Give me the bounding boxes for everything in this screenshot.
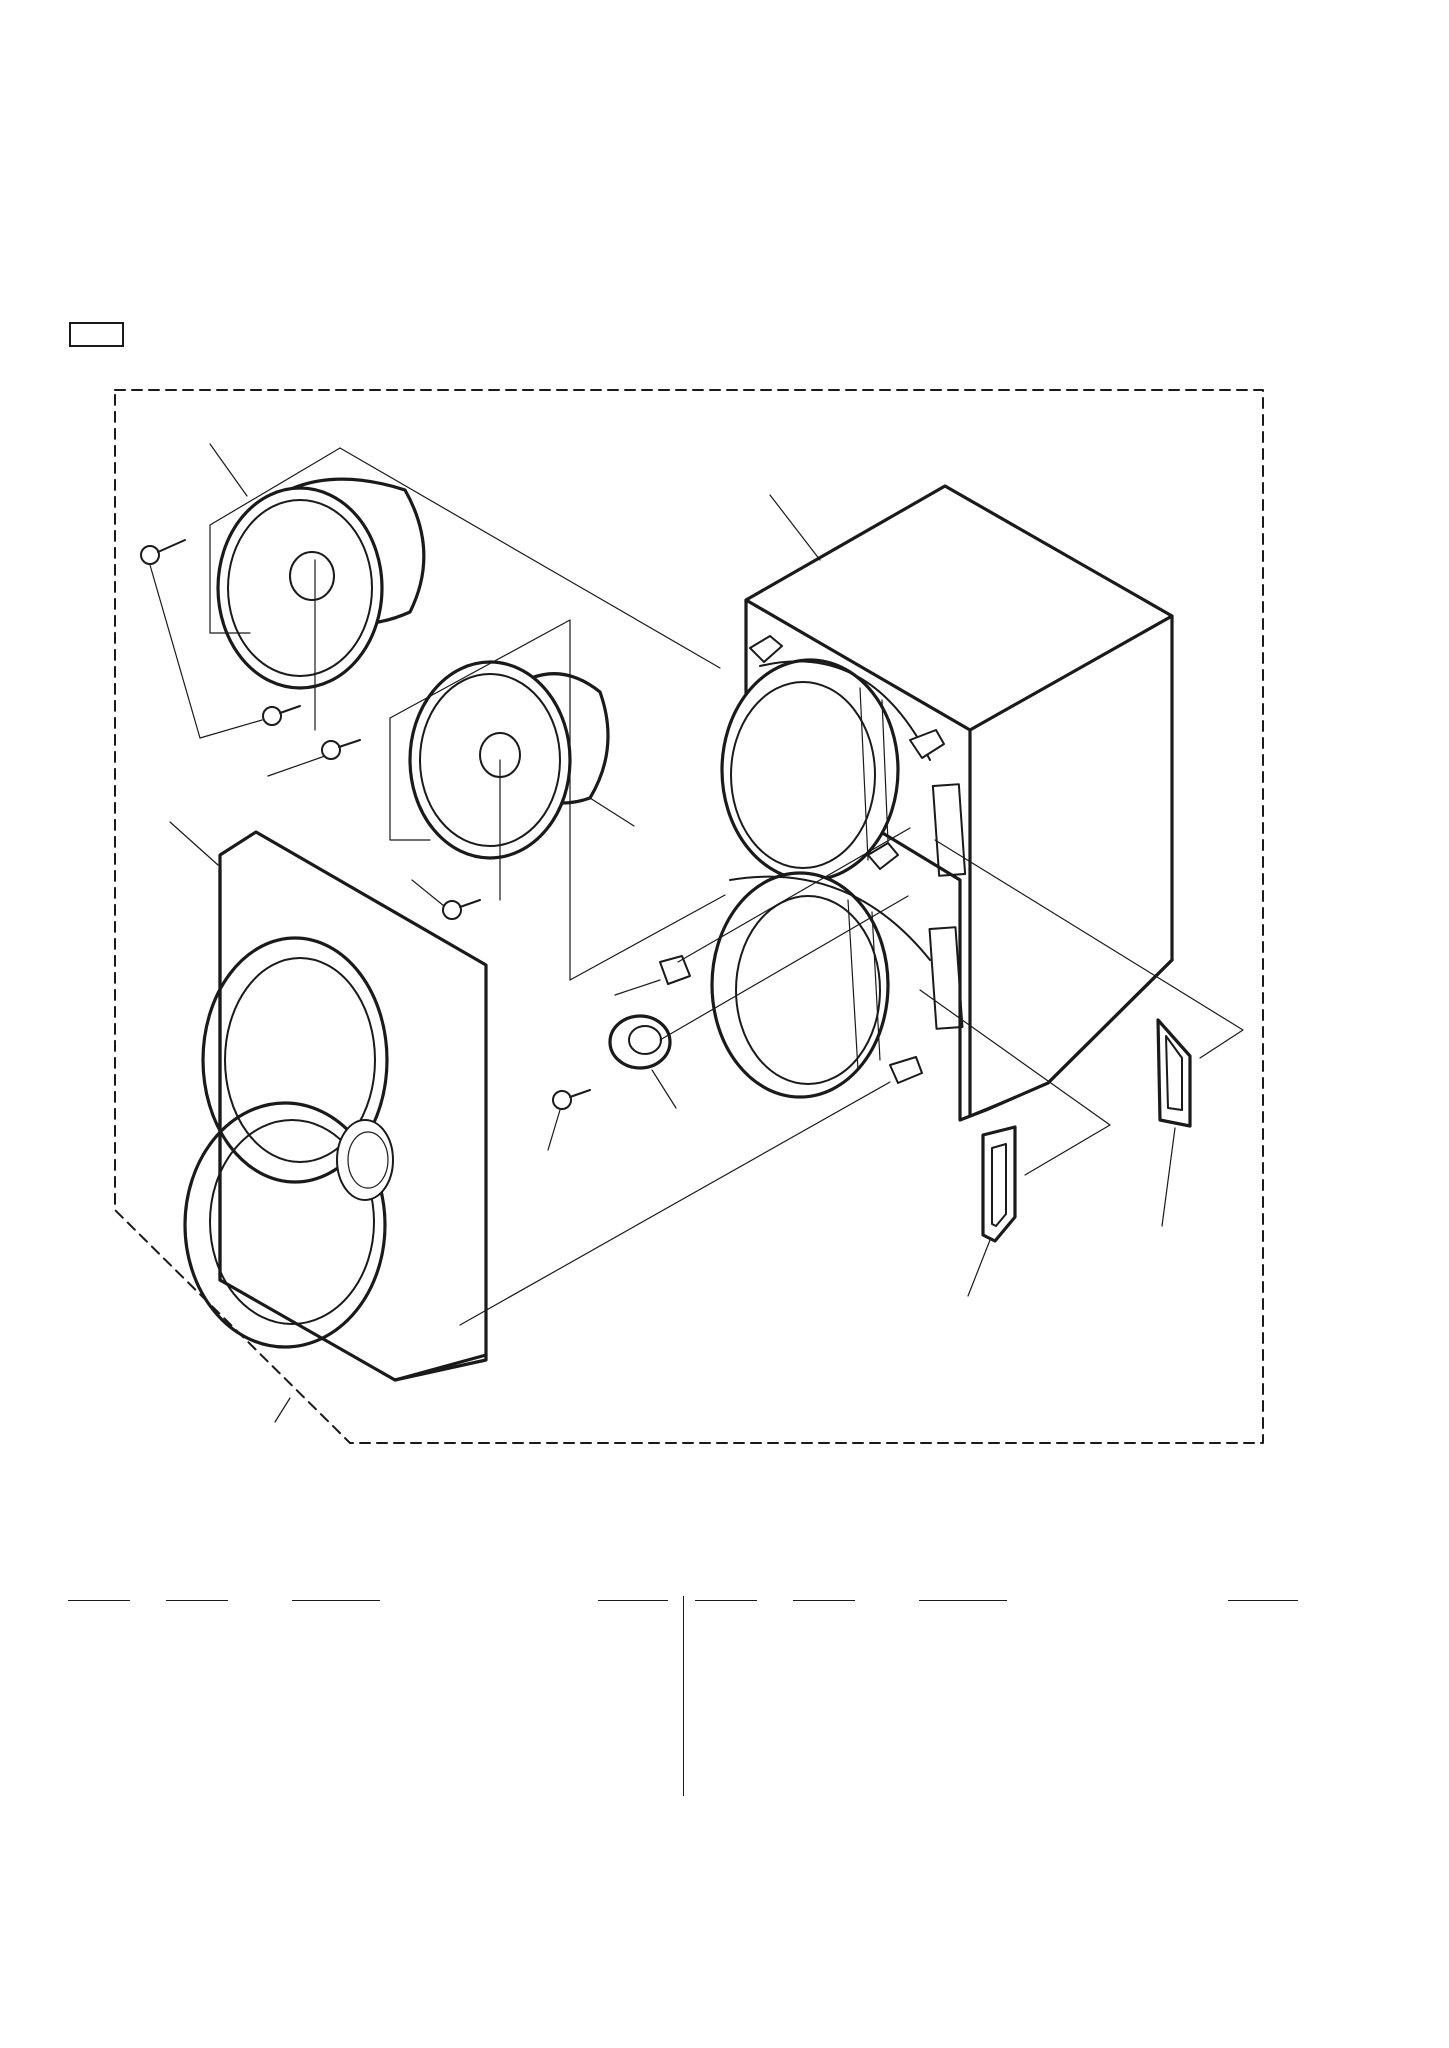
table-rule-right-4: [1228, 1600, 1298, 1601]
port-duct-rear: [1156, 1018, 1192, 1227]
table-rule-left-1: [68, 1600, 130, 1601]
front-grille: [169, 821, 488, 1423]
screws: [140, 539, 591, 1151]
table-rule-right-3: [919, 1600, 1007, 1601]
table-center-divider: [683, 1596, 684, 1796]
assembly-boundary: [114, 389, 1264, 1444]
port-duct-front: [967, 1125, 1017, 1297]
table-rule-left-2: [166, 1600, 228, 1601]
lower-baffle-ring: [710, 871, 931, 1099]
small-cushion: [614, 955, 691, 996]
mid-driver: [408, 660, 635, 860]
assembly-guide-lines: [209, 447, 1244, 1326]
table-rule-right-2: [793, 1600, 855, 1601]
table-rule-left-4: [598, 1600, 668, 1601]
woofer: [209, 443, 426, 690]
tweeter: [608, 1014, 677, 1109]
upper-baffle-ring: [720, 658, 931, 882]
table-rule-right-1: [695, 1600, 757, 1601]
section-tag-box: [69, 322, 124, 347]
parts-table: [68, 1596, 1298, 1800]
enclosure-port-slots: [928, 783, 967, 1030]
enclosure-cushions: [749, 635, 945, 1084]
table-rule-left-3: [292, 1600, 380, 1601]
